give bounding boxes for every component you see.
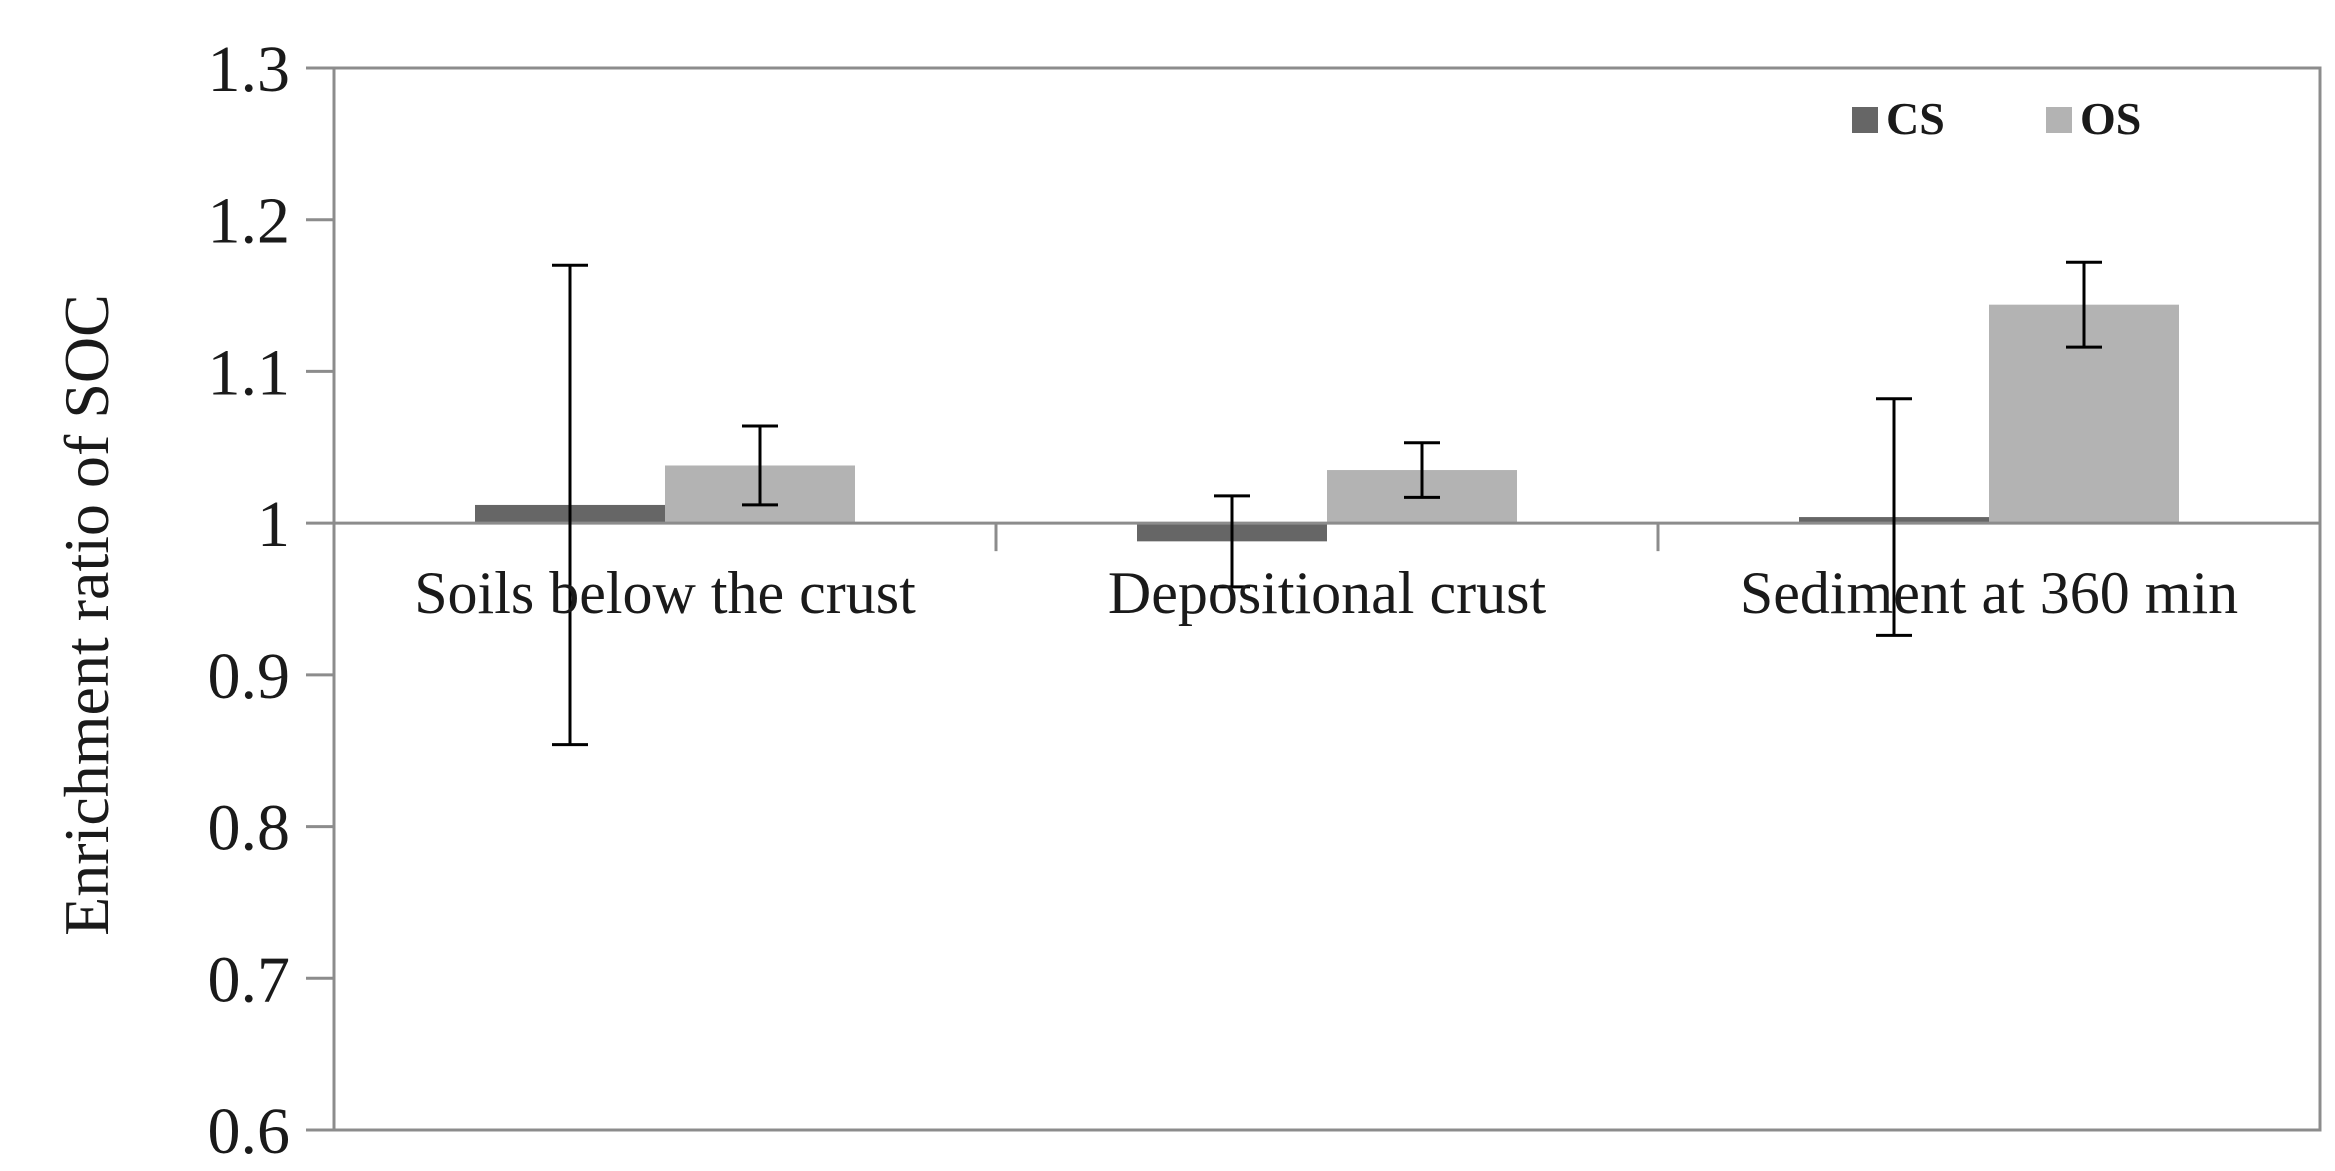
legend-label: OS [2080,93,2141,144]
y-tick-label: 1.3 [208,33,291,106]
y-tick-label: 0.8 [208,792,291,865]
y-tick-label: 0.7 [208,943,291,1016]
category-label: Soils below the crust [414,560,916,626]
category-label: Depositional crust [1108,560,1547,626]
y-axis-title: Enrichment ratio of SOC [51,294,122,936]
category-label: Sediment at 360 min [1740,560,2238,626]
legend-swatch [2046,107,2072,133]
y-tick-label: 1.1 [208,336,291,409]
error-bars [552,260,2102,747]
baseline-axis [334,521,2320,552]
category-labels: Soils below the crust Depositional crust S… [414,560,2238,626]
legend: CS OS [1852,93,2141,144]
y-tick-label: 0.9 [208,640,291,713]
legend-swatch [1852,107,1878,133]
y-tick-label: 1.2 [208,185,291,258]
y-axis: 1.3 1.2 1.1 1 0.9 0.8 0.7 0.6 [208,33,334,1168]
plot-area [332,66,2322,1132]
y-tick-label: 1 [257,488,290,561]
legend-label: CS [1886,93,1945,144]
y-tick-label: 0.6 [208,1095,291,1168]
